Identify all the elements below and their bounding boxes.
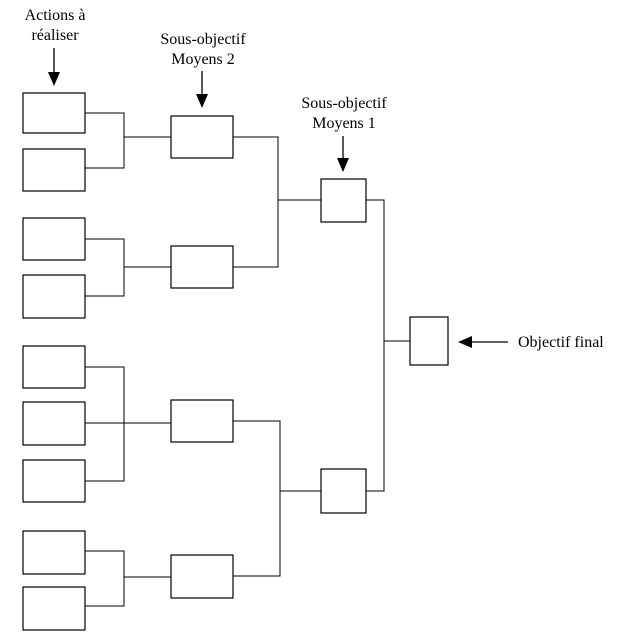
sub-objective-2-box-2 bbox=[170, 245, 234, 289]
connector-actions-group-4 bbox=[85, 550, 171, 607]
final-label: Objectif final bbox=[518, 334, 604, 351]
sub-objective-2-box-4 bbox=[170, 554, 234, 599]
action-box-1 bbox=[22, 92, 86, 134]
connector-actions-group-3 bbox=[85, 366, 171, 482]
connector-actions-group-2 bbox=[85, 238, 171, 297]
action-box-8 bbox=[22, 530, 86, 575]
connector-sub2-group-1 bbox=[233, 136, 321, 268]
sub-objective-2-box-1 bbox=[170, 115, 234, 159]
action-box-7 bbox=[22, 459, 86, 503]
actions-label-line1: Actions à bbox=[25, 7, 86, 24]
final-objective-box bbox=[409, 316, 449, 366]
sub-objective-1-box-1 bbox=[320, 178, 367, 223]
sub2-arrow-head bbox=[196, 94, 208, 108]
sub2-label-line2: Moyens 2 bbox=[171, 51, 235, 68]
sub1-label-line1: Sous-objectif bbox=[301, 95, 387, 112]
connector-sub2-group-2 bbox=[233, 420, 321, 577]
sub1-arrow-head bbox=[337, 158, 349, 172]
connector-actions-group-1 bbox=[85, 112, 171, 169]
sub-objective-2-box-3 bbox=[170, 399, 234, 443]
action-box-4 bbox=[22, 274, 86, 319]
action-box-5 bbox=[22, 345, 86, 389]
actions-label-line2: réaliser bbox=[31, 27, 79, 44]
sub2-label-line1: Sous-objectif bbox=[160, 31, 246, 48]
action-box-3 bbox=[22, 217, 86, 261]
sub-objective-1-box-2 bbox=[320, 468, 367, 514]
connector-sub1-to-final bbox=[366, 199, 410, 492]
action-box-6 bbox=[22, 401, 86, 446]
actions-arrow-head bbox=[48, 72, 60, 86]
sub1-label-line2: Moyens 1 bbox=[312, 115, 376, 132]
action-box-9 bbox=[22, 586, 86, 631]
action-box-2 bbox=[22, 148, 86, 192]
final-arrow-head bbox=[458, 336, 472, 348]
